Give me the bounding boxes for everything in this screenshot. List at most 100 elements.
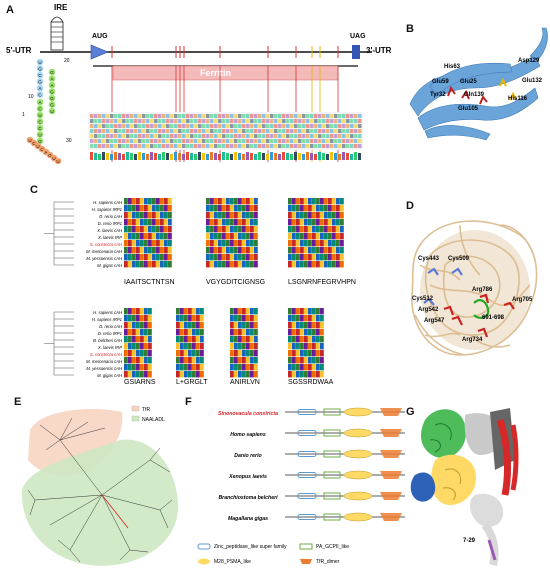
- m28-domain: [343, 470, 373, 480]
- alignment-cell: [140, 357, 144, 364]
- f-legend-label: Zinc_peptidase_like super family: [214, 544, 287, 550]
- alignment-cell: [132, 364, 136, 371]
- f-legend-label: PA_GCPII_like: [316, 544, 349, 550]
- alignment-cell: [160, 226, 164, 233]
- alignment-cell: [230, 261, 234, 268]
- alignment-cell: [250, 357, 254, 364]
- f-species-label: Homo sapiens: [230, 432, 266, 438]
- alignment-cell: [308, 315, 312, 322]
- alignment-cell: [192, 371, 196, 378]
- alignment-cell: [292, 315, 296, 322]
- alignment-cell: [206, 205, 210, 212]
- alignment-cell: [238, 364, 242, 371]
- m28-domain: [343, 428, 373, 438]
- alignment-cell: [246, 205, 250, 212]
- alignment-cell: [136, 336, 140, 343]
- alignment-cell: [200, 336, 204, 343]
- stem-base-letter: G: [38, 139, 42, 144]
- alignment-cell: [300, 343, 304, 350]
- alignment-cell: [304, 364, 308, 371]
- alignment-cell: [238, 198, 242, 205]
- alignment-cell: [180, 350, 184, 357]
- species-label: D. rerio cAH: [99, 214, 123, 219]
- species-label: S. constricta cAH: [90, 352, 123, 357]
- alignment-cell: [124, 350, 128, 357]
- alignment-cell: [226, 240, 230, 247]
- stem-base-letter: A: [50, 76, 53, 81]
- alignment-cell: [296, 308, 300, 315]
- alignment-cell: [192, 329, 196, 336]
- alignment-cell: [308, 247, 312, 254]
- alignment-cell: [312, 205, 316, 212]
- alignment-cell: [132, 226, 136, 233]
- stem-base: [48, 107, 56, 115]
- alignment-cell: [156, 212, 160, 219]
- alignment-cell: [188, 336, 192, 343]
- alignment-cell: [238, 261, 242, 268]
- alignment-cell: [292, 247, 296, 254]
- alignment-cell: [144, 198, 148, 205]
- alignment-cell: [140, 315, 144, 322]
- consensus-logo: L+GRGLT: [176, 379, 208, 386]
- alignment-cell: [234, 343, 238, 350]
- alignment-cell: [304, 240, 308, 247]
- zinc-domain: [297, 472, 317, 478]
- d-res-arg734: Arg734: [462, 337, 483, 343]
- alignment-cell: [124, 315, 128, 322]
- f-species-label: Magallana gigas: [228, 516, 268, 522]
- species-label: H. sapiens cAH: [93, 200, 123, 205]
- alignment-cell: [336, 233, 340, 240]
- alignment-cell: [144, 371, 148, 378]
- m28-domain: [343, 449, 373, 459]
- alignment-cell: [246, 212, 250, 219]
- alignment-cell: [312, 343, 316, 350]
- b-res-tyr32: Tyr32: [430, 92, 446, 98]
- alignment-cell: [206, 254, 210, 261]
- alignment-cell: [218, 226, 222, 233]
- alignment-cell: [136, 350, 140, 357]
- alignment-cell: [332, 261, 336, 268]
- alignment-cell: [210, 254, 214, 261]
- pa-domain: [323, 450, 341, 458]
- alignment-cell: [124, 364, 128, 371]
- alignment-cell: [246, 322, 250, 329]
- m28-domain: [343, 512, 373, 522]
- alignment-cell: [132, 308, 136, 315]
- species-label: X. laevis IRP: [97, 345, 122, 350]
- alignment-cell: [168, 212, 172, 219]
- alignment-cell: [148, 254, 152, 261]
- alignment-cell: [316, 357, 320, 364]
- alignment-cell: [144, 219, 148, 226]
- alignment-cell: [184, 336, 188, 343]
- alignment-cell: [328, 261, 332, 268]
- alignment-cell: [230, 240, 234, 247]
- alignment-cell: [132, 247, 136, 254]
- species-label: H. sapiens cAH: [93, 310, 123, 315]
- alignment-cell: [200, 371, 204, 378]
- alignment-cell: [226, 226, 230, 233]
- alignment-cell: [128, 261, 132, 268]
- alignment-cell: [316, 254, 320, 261]
- alignment-cell: [140, 364, 144, 371]
- alignment-cell: [160, 198, 164, 205]
- alignment-cell: [288, 198, 292, 205]
- alignment-cell: [250, 315, 254, 322]
- alignment-cell: [148, 205, 152, 212]
- alignment-cell: [308, 350, 312, 357]
- alignment-cell: [136, 254, 140, 261]
- alignment-cell: [200, 329, 204, 336]
- alignment-cell: [184, 343, 188, 350]
- alignment-cell: [222, 226, 226, 233]
- alignment-cell: [124, 233, 128, 240]
- alignment-cell: [136, 261, 140, 268]
- alignment-cell: [132, 219, 136, 226]
- stem-base: [54, 157, 62, 165]
- alignment-cell: [136, 371, 140, 378]
- stem-number: 30: [66, 138, 72, 144]
- alignment-cell: [254, 205, 258, 212]
- alignment-cell: [304, 219, 308, 226]
- d-res-691-698: 691-698: [482, 315, 505, 321]
- alignment-cell: [308, 226, 312, 233]
- panel-label-a: A: [6, 4, 14, 16]
